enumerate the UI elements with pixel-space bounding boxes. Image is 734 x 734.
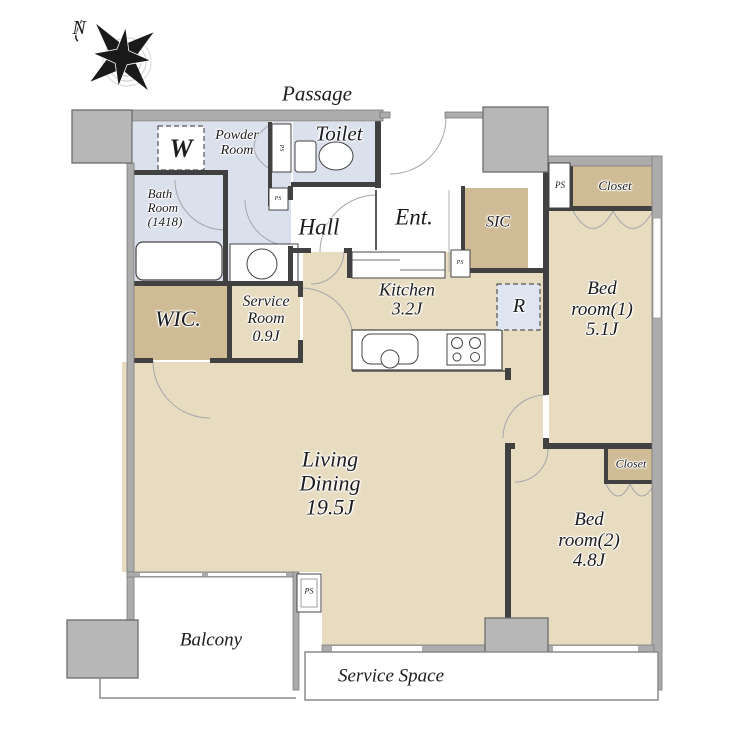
column [482,106,549,173]
room-living-dining-fill [122,362,511,645]
closet2-fill [607,447,654,482]
closet1-door-arc [572,210,614,229]
washer-label: W [169,133,193,163]
ps-box-inner [300,578,318,608]
balcony-label: Balcony [179,629,243,651]
sliding-door-panel [351,251,446,279]
service-room-label: Service Room 0.9J [242,293,290,345]
compass-rose-icon [75,19,154,91]
room-sic-fill [465,188,528,270]
bedroom2-window [553,646,638,652]
column [71,109,133,164]
refrigerator-box [496,283,541,331]
wic-label: WIC. [155,306,201,332]
balcony-boundary [99,678,296,699]
hall-living-door-arc [310,250,345,285]
kitchen-label: Kitchen 3.2J [379,279,435,319]
fixtures [135,125,541,372]
stove-burner [470,352,480,362]
ps-label: PS [278,144,285,152]
bedroom1-window [652,217,662,319]
closet2-label: Closet [615,456,647,471]
ps-label: PS [274,195,282,202]
bath-door-arc [174,179,226,231]
sic-gap [528,188,545,270]
stove-burner [452,352,462,362]
living-dining-label: Living Dining 19.5J [299,446,361,519]
corridor-fill [505,362,543,449]
ps-label: PS [555,180,565,191]
ps-box [548,162,571,209]
closet1-label: Closet [598,177,632,193]
stove [446,333,486,366]
service-space-label: Service Space [337,665,445,687]
service-space-boundary [304,651,659,701]
room-fills [122,122,654,645]
windows [140,217,662,652]
powder-room-label: Powder Room [215,127,259,158]
bedroom2-label: Bed room(2) 4.8J [558,509,620,572]
entrance-label: Ent. [395,204,433,230]
bathtub [135,241,223,281]
ps-label: PS [304,586,314,596]
stove-burner [451,337,463,349]
hall-label: Hall [298,214,340,240]
front-door-arc [389,117,447,175]
closet1-fill [573,165,654,208]
ps-box [450,249,471,278]
passage-label: Passage [282,81,352,106]
room-service-room-fill [230,284,300,360]
balcony-window [208,573,286,576]
closet1-door-arc [612,210,654,229]
bedroom2-door-arc [514,448,549,483]
pipe-shafts [268,123,571,613]
room-bedroom1-fill [549,210,654,443]
door-arcs [152,117,655,497]
bedroom1-door-arc [502,394,547,439]
open-boundaries [99,651,659,701]
toilet-label: Toilet [315,121,363,146]
ps-label: PS [456,259,464,266]
refrigerator-label: R [512,295,526,318]
ps-box [268,187,289,211]
compass-north-label: N [72,17,86,40]
room-wic-fill [127,284,227,360]
wic-door-arc [152,360,211,419]
washbasin-bowl [246,248,278,280]
bath-room-label: Bath Room (1418) [147,185,183,230]
stove-burner [469,337,481,349]
partition-walls [127,112,654,645]
balcony-window [140,573,202,576]
sic-label: SIC [486,213,510,231]
column [66,619,139,679]
toilet-tank [294,140,317,173]
hall-door-arc [319,194,378,253]
toilet-bowl [318,141,354,171]
bedroom1-label: Bed room(1) 5.1J [571,278,633,341]
powder-door-arc [253,125,269,169]
ps-box [271,123,292,173]
living-window [332,646,422,652]
kitchen-sink-drain [380,349,400,369]
closet2-door-arc [605,483,631,497]
